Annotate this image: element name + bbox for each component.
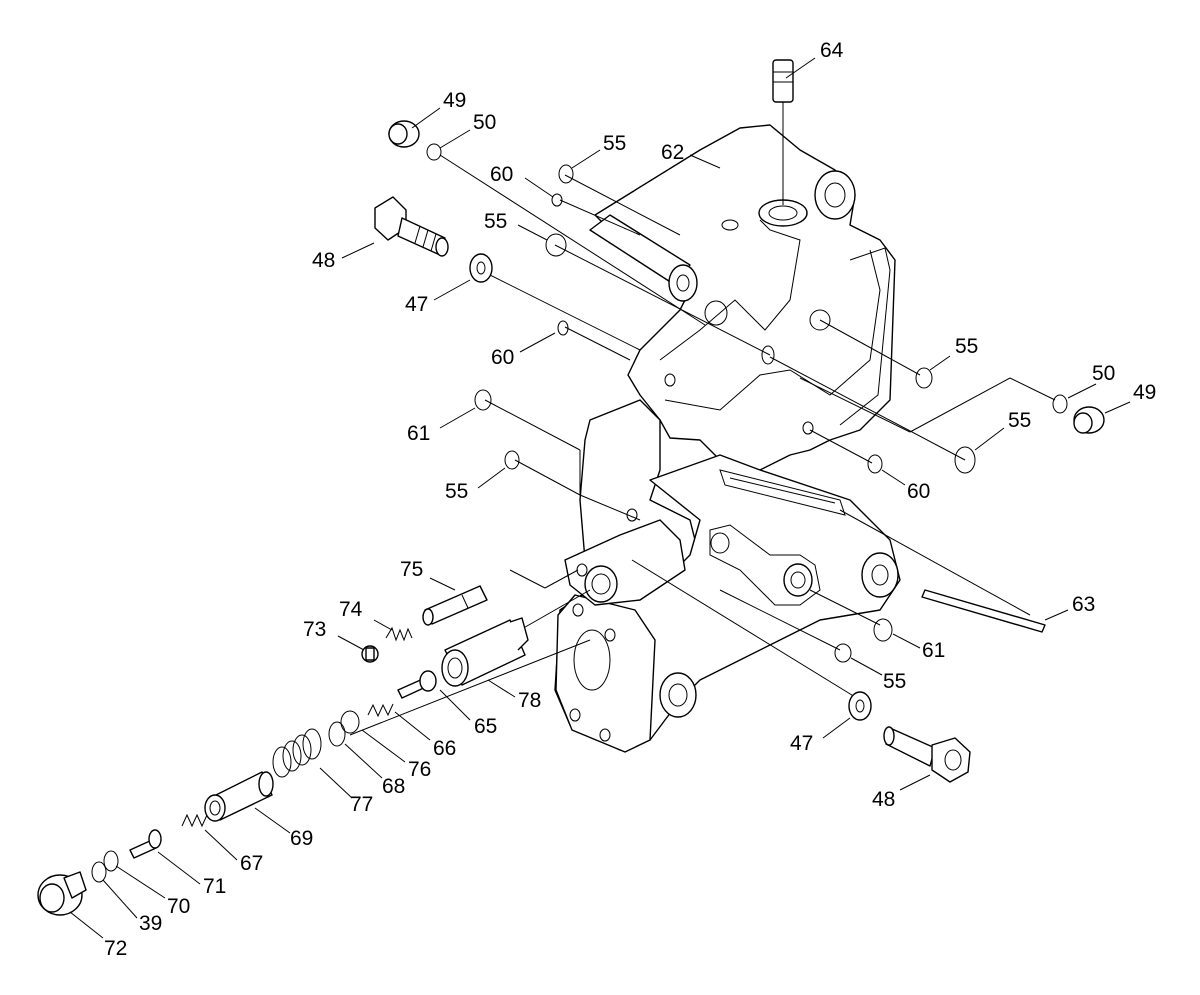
- part-65-valve: [397, 670, 437, 699]
- callout-68: 68: [382, 775, 405, 798]
- assembly-lines: [349, 100, 1056, 736]
- callout-61-left: 61: [407, 422, 430, 445]
- part-66-spring: [367, 703, 394, 718]
- part-48-bolt-left: [374, 196, 449, 257]
- callout-60-top: 60: [490, 163, 513, 186]
- part-67-spring: [181, 813, 208, 828]
- part-63-pin: [921, 589, 1046, 633]
- callout-49-right: 49: [1133, 381, 1156, 404]
- callout-65: 65: [474, 715, 497, 738]
- callout-76: 76: [408, 758, 431, 781]
- callout-60-mid: 60: [491, 346, 514, 369]
- part-71-valve: [129, 829, 162, 859]
- callout-labels: 64 49 50 55 62 60 55 48 47 60 55 50 49 6…: [104, 39, 1156, 960]
- callout-62: 62: [661, 141, 684, 164]
- part-78-sleeve: [441, 617, 529, 687]
- callout-70: 70: [167, 895, 190, 918]
- callout-55-left: 55: [445, 480, 468, 503]
- callout-74: 74: [339, 598, 363, 621]
- callout-73: 73: [303, 618, 326, 641]
- part-47-washers: [469, 253, 872, 721]
- callout-75: 75: [400, 558, 423, 581]
- callout-78: 78: [518, 689, 541, 712]
- callout-77: 77: [350, 793, 373, 816]
- callout-47-left: 47: [405, 293, 428, 316]
- callout-67: 67: [240, 852, 263, 875]
- callout-66: 66: [433, 737, 456, 760]
- callout-55-bottom: 55: [883, 670, 906, 693]
- callout-50-left: 50: [473, 111, 496, 134]
- callout-47-right: 47: [790, 732, 813, 755]
- o-rings: [91, 143, 1068, 883]
- callout-55-right-top: 55: [955, 335, 978, 358]
- callout-64: 64: [820, 39, 844, 62]
- part-74-spring: [385, 626, 413, 642]
- callout-39: 39: [139, 912, 162, 935]
- callout-55-right-mid: 55: [1008, 409, 1031, 432]
- callout-48-left: 48: [312, 249, 335, 272]
- part-73-plug: [361, 645, 379, 663]
- callout-55-top: 55: [603, 132, 626, 155]
- part-75-piston: [422, 585, 488, 626]
- callout-49-left: 49: [443, 89, 466, 112]
- part-48-bolt-right: [883, 726, 971, 783]
- callout-48-right: 48: [872, 788, 895, 811]
- callout-55-upper: 55: [484, 210, 507, 233]
- valve-housing: [554, 124, 901, 753]
- callout-50-right: 50: [1092, 362, 1115, 385]
- callout-69: 69: [290, 827, 313, 850]
- callout-71: 71: [203, 875, 226, 898]
- callout-61-right: 61: [922, 639, 945, 662]
- callout-63: 63: [1072, 593, 1095, 616]
- part-77-spring: [272, 728, 322, 778]
- part-49-plug-right: [1073, 406, 1105, 434]
- part-64-plug: [772, 59, 794, 103]
- part-69-sleeve: [204, 771, 274, 822]
- callout-72: 72: [104, 937, 127, 960]
- part-72-plug: [37, 871, 87, 916]
- callout-60-right: 60: [907, 480, 930, 503]
- part-49-plug-left: [388, 120, 420, 148]
- callout-leaders: [69, 57, 1131, 939]
